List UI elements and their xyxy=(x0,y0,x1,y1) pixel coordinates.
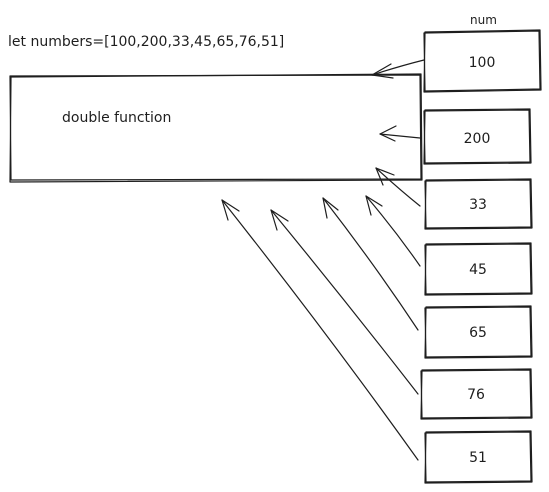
function-label: double function xyxy=(62,110,171,126)
number-box-100: 100 xyxy=(423,29,542,93)
arrow-33 xyxy=(375,167,421,207)
code-line: let numbers=[100,200,33,45,65,76,51] xyxy=(8,34,284,50)
number-boxes: 100 200 33 45 65 76 xyxy=(420,29,542,484)
function-box xyxy=(9,73,423,183)
column-label: num xyxy=(470,13,497,27)
number-value: 45 xyxy=(469,262,487,278)
number-box-200: 200 xyxy=(423,108,532,165)
number-value: 65 xyxy=(469,325,487,341)
number-value: 100 xyxy=(469,55,496,71)
number-value: 76 xyxy=(467,387,485,403)
number-value: 33 xyxy=(469,197,487,213)
number-box-51: 51 xyxy=(424,430,533,484)
number-box-33: 33 xyxy=(424,178,533,230)
number-value: 200 xyxy=(464,131,491,147)
number-box-45: 45 xyxy=(424,242,533,296)
arrow-76 xyxy=(270,209,419,395)
arrows xyxy=(221,59,425,461)
arrow-45 xyxy=(365,195,421,267)
arrow-100 xyxy=(371,59,425,79)
number-box-65: 65 xyxy=(424,305,533,359)
arrow-65 xyxy=(322,197,419,331)
arrow-51 xyxy=(221,199,419,461)
number-box-76: 76 xyxy=(420,368,533,420)
arrow-200 xyxy=(379,125,421,142)
number-value: 51 xyxy=(469,450,487,466)
